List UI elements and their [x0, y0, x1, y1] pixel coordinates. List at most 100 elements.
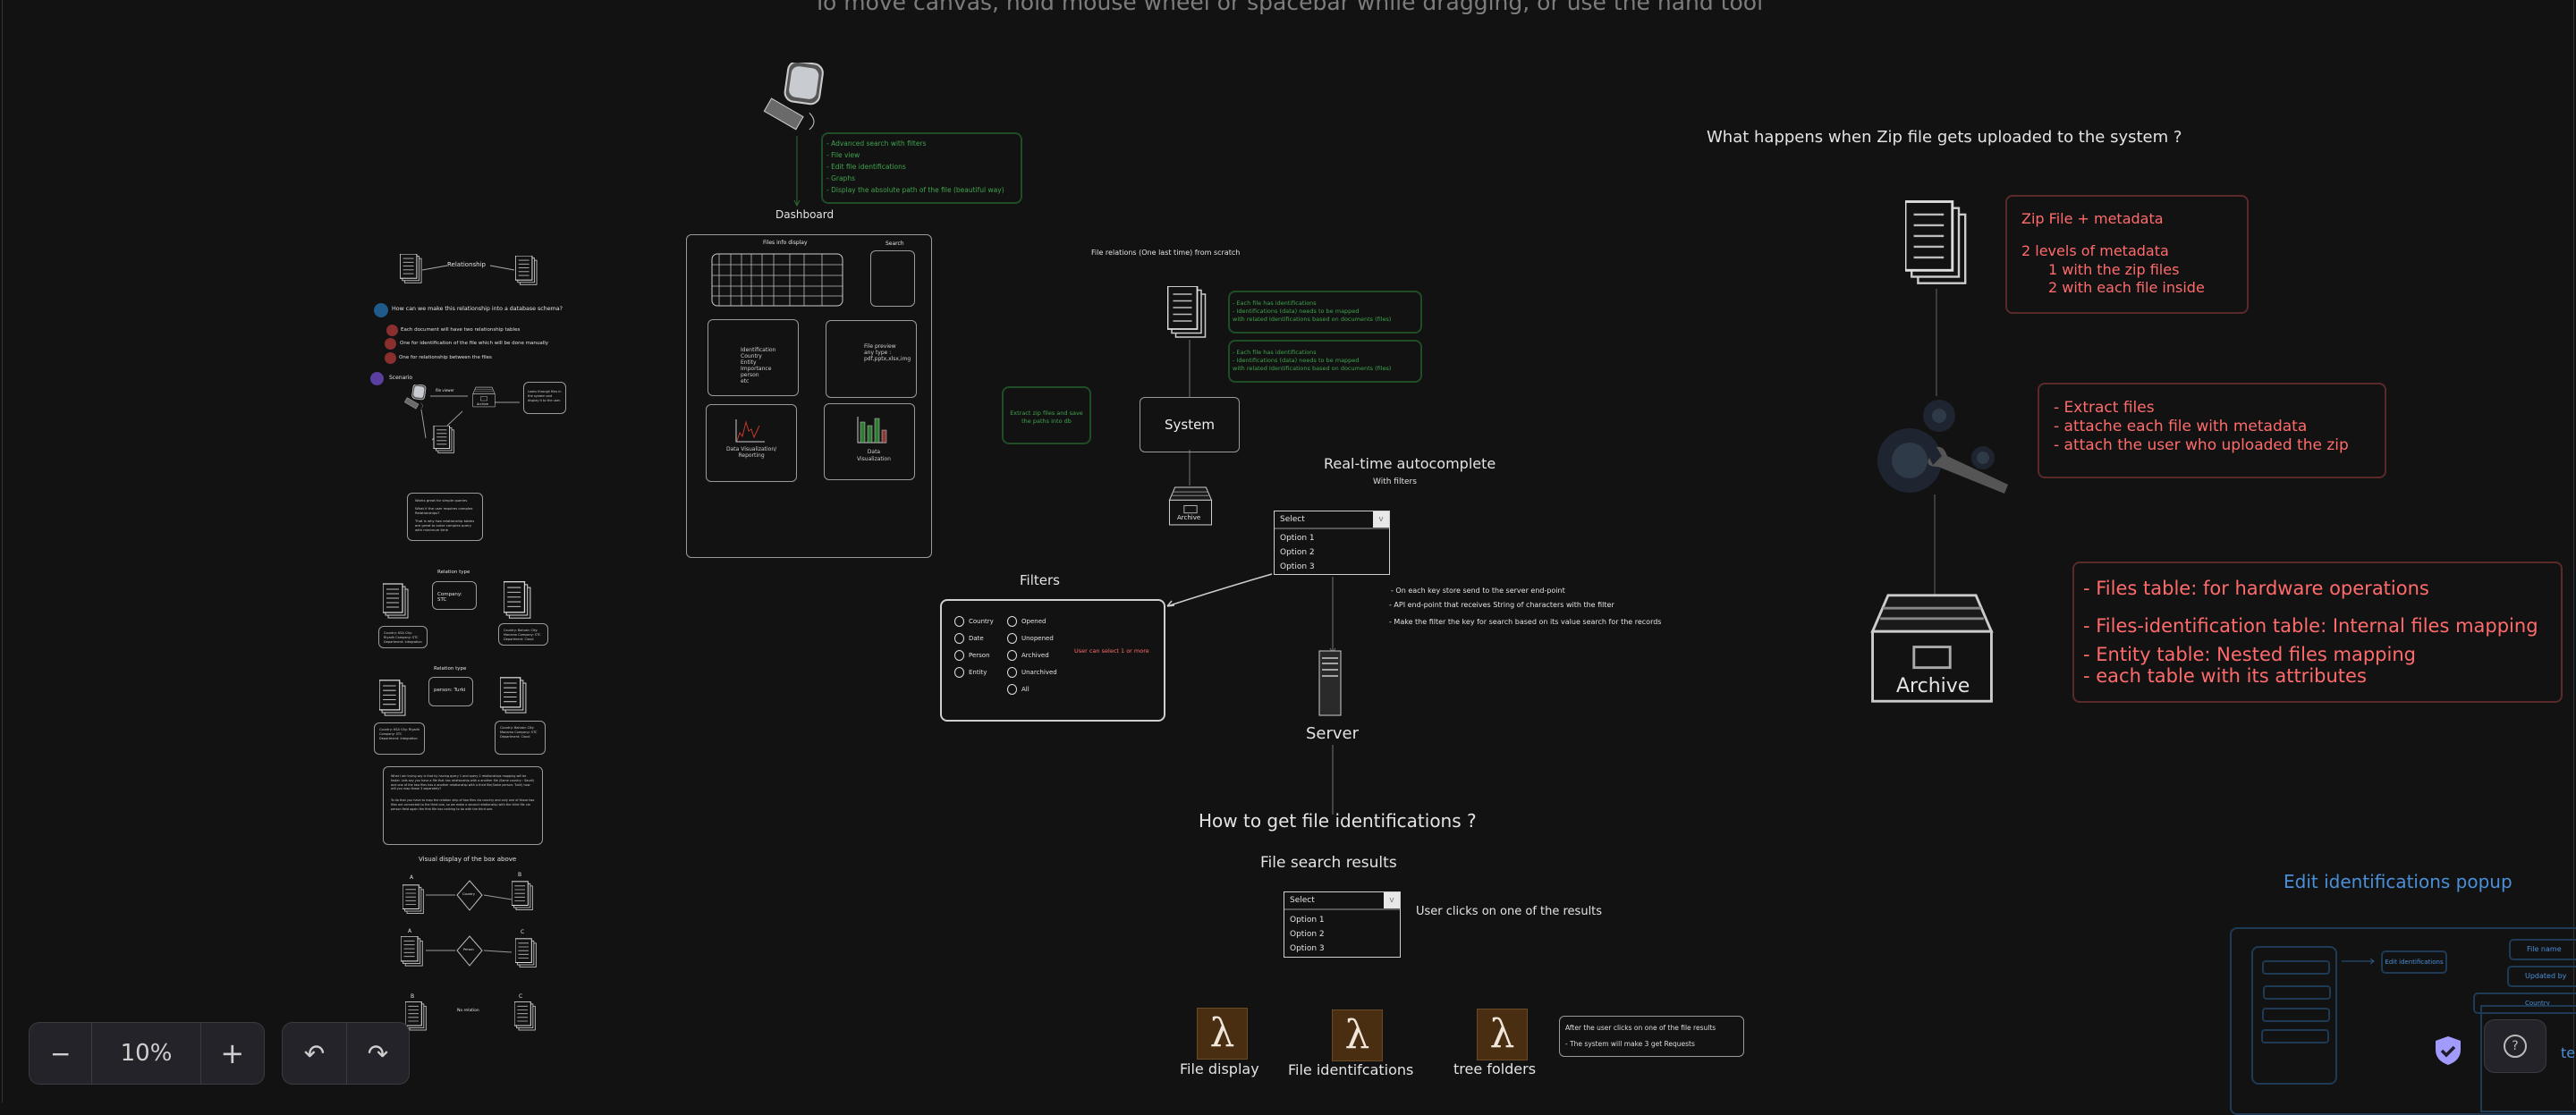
relation-value: Company: STC: [437, 592, 462, 603]
radio-icon[interactable]: [1007, 616, 1017, 627]
autocomplete-note: - Make the filter the key for search bas…: [1389, 618, 1662, 626]
field-file-name[interactable]: File name: [2509, 939, 2576, 960]
red-dot-icon: [385, 352, 396, 364]
filter-person[interactable]: Person: [954, 647, 994, 664]
redo-button[interactable]: ↷: [367, 1038, 389, 1069]
radio-icon[interactable]: [954, 633, 964, 644]
search-results-title: File search results: [1260, 854, 1397, 872]
data-viz-panel: Data Visualization: [824, 403, 915, 480]
filter-label: Country: [969, 618, 994, 625]
field-label: File name: [2527, 945, 2562, 953]
field-country[interactable]: Country: [2473, 993, 2576, 1014]
autocomplete-title: Real-time autocomplete: [1324, 455, 1496, 472]
popup-list-item[interactable]: [2262, 960, 2330, 975]
zoom-in-button[interactable]: +: [220, 1036, 245, 1070]
company-relation-box: Company: STC: [432, 581, 477, 610]
popup-list-item[interactable]: [2261, 1029, 2329, 1043]
select-option[interactable]: Option 2: [1290, 930, 1325, 939]
note-line: - Each file has identifications: [1233, 349, 1317, 356]
lambda-label: File display: [1180, 1060, 1259, 1077]
select-placeholder: Select: [1280, 515, 1305, 524]
popup-title: Edit identifications popup: [2284, 871, 2512, 892]
filter-all[interactable]: All: [1007, 681, 1057, 698]
no-relation-label: No relation: [457, 1009, 479, 1013]
popup-list-item[interactable]: [2262, 1008, 2330, 1022]
feature-item: - Graphs: [826, 174, 856, 182]
letter-label: A: [408, 928, 412, 934]
letter-label: C: [521, 929, 525, 935]
filter-unarchived[interactable]: Unarchived: [1007, 664, 1057, 681]
file-viewer-label: file viewer: [436, 388, 454, 393]
filter-date[interactable]: Date: [954, 630, 994, 647]
note-line: Extract zip files and save: [1010, 410, 1083, 417]
help-button[interactable]: ?: [2484, 1019, 2546, 1073]
chevron-down-icon[interactable]: v: [1384, 892, 1400, 908]
line-chart-icon: [735, 419, 765, 443]
select-option[interactable]: Option 2: [1280, 548, 1315, 557]
ident-line: Entity: [741, 359, 757, 366]
after-click-note: After the user clicks on one of the file…: [1559, 1016, 1744, 1057]
feature-item: - Edit file identifications: [826, 163, 906, 171]
schema-point: Each document will have two relationship…: [401, 327, 521, 333]
zip-steps-box: - Extract files - attache each file with…: [2038, 383, 2386, 478]
filter-label: Opened: [1021, 618, 1046, 625]
select-option[interactable]: Option 1: [1290, 916, 1325, 925]
select-option[interactable]: Option 1: [1280, 534, 1315, 543]
filter-country[interactable]: Country: [954, 613, 994, 630]
table-line: - Files table: for hardware operations: [2083, 578, 2429, 599]
partial-text: te: [2561, 1044, 2576, 1061]
filter-unopened[interactable]: Unopened: [1007, 630, 1057, 647]
filter-entity[interactable]: Entity: [954, 664, 994, 681]
chevron-down-icon[interactable]: v: [1373, 511, 1389, 528]
canvas-border-right: [2573, 0, 2574, 1102]
archive-label: Archive: [477, 402, 489, 406]
filter-label: Entity: [969, 669, 987, 676]
dashboard-features-note: - Advanced search with filters - File vi…: [821, 132, 1022, 204]
feature-item: - Display the absolute path of the file …: [826, 186, 1004, 194]
step-line: - attach the user who uploaded the zip: [2054, 436, 2349, 454]
letter-label: C: [519, 993, 523, 1000]
visual-display-title: Visual display of the box above: [419, 856, 517, 863]
file-preview-panel: File preview any type : pdf,pptx,xlsx,im…: [826, 320, 917, 398]
canvas-border-left: [2, 0, 3, 1102]
metadata-line: 2 levels of metadata: [2021, 242, 2169, 259]
select-option[interactable]: Option 3: [1290, 944, 1325, 953]
autocomplete-select[interactable]: Select v Option 1 Option 2 Option 3: [1274, 511, 1390, 575]
radio-icon[interactable]: [1007, 633, 1017, 644]
radio-icon[interactable]: [1007, 650, 1017, 661]
filter-label: Person: [969, 652, 990, 659]
note-line: That is why two relationship tables are …: [415, 519, 475, 532]
note-line: with related Identifications based on do…: [1233, 316, 1392, 323]
radio-icon[interactable]: [954, 650, 964, 661]
zoom-out-button[interactable]: −: [30, 1023, 93, 1084]
radio-icon[interactable]: [954, 616, 964, 627]
table-line: - Files-identification table: Internal f…: [2083, 615, 2538, 637]
zoom-level-button[interactable]: 10%: [92, 1023, 201, 1084]
radio-icon[interactable]: [1007, 684, 1017, 695]
ident-line: Importance: [741, 366, 772, 372]
edit-identifications-button[interactable]: Edit identifications: [2381, 950, 2447, 974]
field-updated-by[interactable]: Updated by: [2507, 966, 2576, 987]
note-line: Works great for simple queries: [415, 498, 468, 503]
undo-button[interactable]: ↶: [283, 1023, 347, 1084]
radio-icon[interactable]: [954, 667, 964, 678]
filter-label: Unarchived: [1021, 669, 1057, 676]
filter-opened[interactable]: Opened: [1007, 613, 1057, 630]
red-dot-icon: [385, 338, 396, 350]
identifications-note-2: - Each file has identifications - Identi…: [1228, 340, 1422, 383]
letter-label: A: [410, 874, 414, 881]
popup-list-item[interactable]: [2263, 985, 2331, 1000]
server-label: Server: [1306, 724, 1360, 743]
select-option[interactable]: Option 3: [1280, 562, 1315, 571]
zip-title: What happens when Zip file gets uploaded…: [1707, 128, 2182, 147]
gears-wrench-icon: [1877, 400, 2008, 494]
system-label: System: [1165, 417, 1215, 433]
radio-icon[interactable]: [1007, 667, 1017, 678]
schema-point: One for relationship between the files: [399, 355, 492, 360]
filter-archived[interactable]: Archived: [1007, 647, 1057, 664]
reporting-line: Data Visualization/: [726, 446, 777, 452]
ident-line: Country: [741, 353, 762, 359]
shield-check-icon[interactable]: [2435, 1035, 2462, 1066]
note-line: - Each file has identifications: [1233, 300, 1317, 307]
